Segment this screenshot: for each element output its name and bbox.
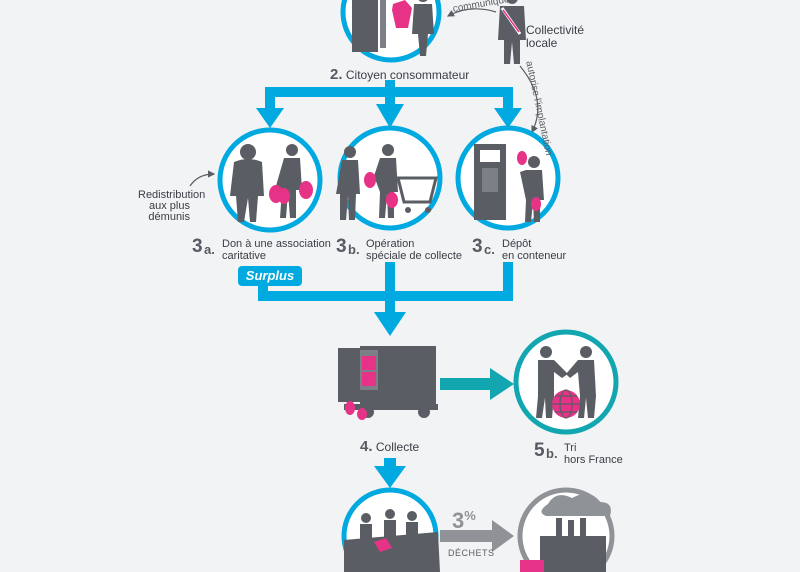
- step-4-number: 4.: [360, 438, 373, 455]
- circle-step-3b: [336, 125, 443, 231]
- circle-waste: [517, 487, 615, 572]
- step-5b-number: 5: [534, 440, 545, 461]
- mayor-figure: [498, 0, 526, 64]
- redistribution-label: Redistribution aux plus démunis: [138, 189, 206, 223]
- step-3a-number: 3: [192, 236, 203, 257]
- step-3c-text: Dépôt en conteneur: [502, 238, 602, 262]
- step-3c-line1: Dépôt: [502, 238, 532, 250]
- step-3c-number: 3: [472, 236, 483, 257]
- arrow-down-collecte: [374, 458, 406, 488]
- step-3a-text: Don à une association caritative: [222, 238, 331, 262]
- step-3a-suffix: a.: [204, 242, 215, 257]
- step-2-text: Citoyen consommateur: [345, 68, 470, 82]
- redistribution-arrow: [189, 170, 216, 187]
- redistribution-line3: démunis: [148, 211, 190, 223]
- step-3b-suffix: b.: [348, 242, 360, 257]
- waste-label-text: DÉCHETS: [448, 548, 495, 558]
- surplus-text: Surplus: [245, 268, 295, 283]
- step-3c-line2: en conteneur: [502, 250, 567, 262]
- communique-arrow: [446, 8, 497, 17]
- step-4-label: 4. Collecte: [360, 438, 419, 455]
- collectivite-line2: locale: [526, 36, 558, 50]
- step-3b-number: 3: [336, 236, 347, 257]
- waste-percent: 3%: [452, 508, 476, 534]
- step-2-label: 2. Citoyen consommateur: [330, 66, 469, 83]
- surplus-tag: [238, 266, 302, 286]
- step-2-number: 2.: [330, 66, 343, 83]
- circle-step-3c: [455, 125, 561, 231]
- step-5b-line1: Tri: [564, 442, 577, 454]
- waste-percent-number: 3: [452, 508, 465, 533]
- distribution-arrows: [265, 80, 513, 108]
- redistribution-line2: aux plus: [149, 200, 190, 212]
- circle-step-3a: [217, 127, 323, 233]
- waste-percent-sign: %: [464, 508, 476, 523]
- arrow-to-3b: [376, 104, 404, 128]
- step-5b-suffix: b.: [546, 446, 558, 461]
- truck-collecte: [338, 346, 438, 420]
- waste-label: DÉCHETS: [448, 548, 495, 558]
- circle-step-2: [340, 0, 442, 63]
- arrow-to-collecte: [374, 312, 406, 336]
- step-3b-text: Opération spéciale de collecte: [366, 238, 496, 262]
- arrow-to-5b: [440, 368, 514, 400]
- circle-step-5b: [513, 329, 619, 435]
- step-5b-text: Tri hors France: [564, 442, 654, 466]
- autorise-arrow: [519, 65, 539, 134]
- arrow-to-3a: [256, 108, 284, 128]
- circle-step-sorting: [341, 487, 440, 572]
- arrow-to-3c: [494, 108, 522, 128]
- collectivite-label: Collectivité locale: [526, 24, 584, 50]
- collectivite-line1: Collectivité: [526, 23, 585, 37]
- surplus-label: Surplus: [238, 268, 302, 283]
- step-3b-line1: Opération: [366, 238, 415, 250]
- step-3b-line2: spéciale de collecte: [366, 250, 463, 262]
- step-4-text: Collecte: [375, 440, 420, 454]
- redistribution-line1: Redistribution: [138, 189, 206, 201]
- arrow-waste: [440, 520, 514, 552]
- step-5b-line2: hors France: [564, 454, 623, 466]
- step-3c-suffix: c.: [484, 242, 495, 257]
